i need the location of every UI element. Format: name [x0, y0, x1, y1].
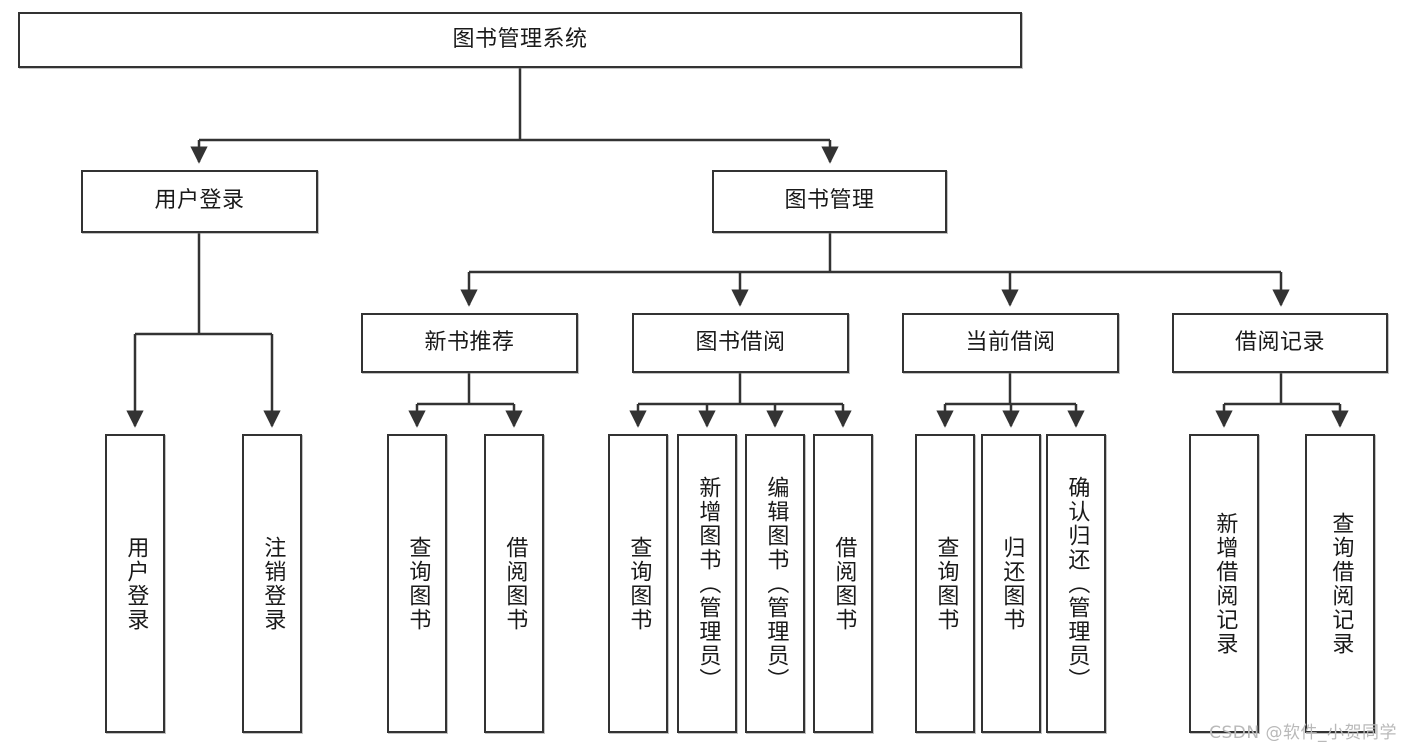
node-user-login[interactable]: 用户登录 — [81, 170, 318, 233]
node-new-book-recommend-label: 新书推荐 — [424, 329, 515, 355]
leaf-label: 查询图书 — [405, 535, 431, 632]
node-root-system[interactable]: 图书管理系统 — [18, 12, 1022, 68]
leaf-user-login-logout[interactable]: 注销登录 — [242, 434, 302, 733]
node-current-borrow-label: 当前借阅 — [965, 329, 1056, 355]
node-book-management-label: 图书管理 — [784, 188, 875, 214]
leaf-borrow-edit-book-admin[interactable]: 编辑图书（管理员） — [745, 434, 805, 733]
leaf-label: 归还图书 — [999, 535, 1025, 632]
leaf-new-book-borrow-book[interactable]: 借阅图书 — [484, 434, 544, 733]
node-current-borrow[interactable]: 当前借阅 — [902, 313, 1119, 373]
leaf-label: 新增借阅记录 — [1212, 511, 1238, 656]
leaf-label: 借阅图书 — [502, 535, 528, 632]
leaf-label: 借阅图书 — [831, 535, 857, 632]
node-borrow-record-label: 借阅记录 — [1234, 329, 1325, 355]
node-borrow-record[interactable]: 借阅记录 — [1172, 313, 1388, 373]
node-book-borrow[interactable]: 图书借阅 — [632, 313, 849, 373]
leaf-borrow-add-book-admin[interactable]: 新增图书（管理员） — [677, 434, 737, 733]
leaf-record-query-record[interactable]: 查询借阅记录 — [1305, 434, 1375, 733]
node-book-borrow-label: 图书借阅 — [695, 329, 786, 355]
node-book-management[interactable]: 图书管理 — [712, 170, 947, 233]
leaf-current-query-book[interactable]: 查询图书 — [915, 434, 975, 733]
node-root-system-label: 图书管理系统 — [452, 26, 588, 52]
leaf-new-book-query-book[interactable]: 查询图书 — [387, 434, 447, 733]
leaf-record-add-record[interactable]: 新增借阅记录 — [1189, 434, 1259, 733]
leaf-borrow-query-book[interactable]: 查询图书 — [608, 434, 668, 733]
leaf-current-confirm-return-admin[interactable]: 确认归还（管理员） — [1046, 434, 1106, 733]
leaf-user-login-login[interactable]: 用户登录 — [105, 434, 165, 733]
leaf-label: 用户登录 — [123, 535, 149, 632]
leaf-borrow-borrow-book[interactable]: 借阅图书 — [813, 434, 873, 733]
leaf-label: 查询图书 — [933, 535, 959, 632]
leaf-label: 新增图书（管理员） — [695, 475, 721, 692]
node-user-login-label: 用户登录 — [154, 188, 245, 214]
leaf-current-return-book[interactable]: 归还图书 — [981, 434, 1041, 733]
leaf-label: 确认归还（管理员） — [1064, 475, 1090, 692]
leaf-label: 注销登录 — [260, 535, 286, 632]
leaf-label: 查询图书 — [626, 535, 652, 632]
leaf-label: 查询借阅记录 — [1328, 511, 1354, 656]
node-new-book-recommend[interactable]: 新书推荐 — [361, 313, 578, 373]
leaf-label: 编辑图书（管理员） — [763, 475, 789, 692]
